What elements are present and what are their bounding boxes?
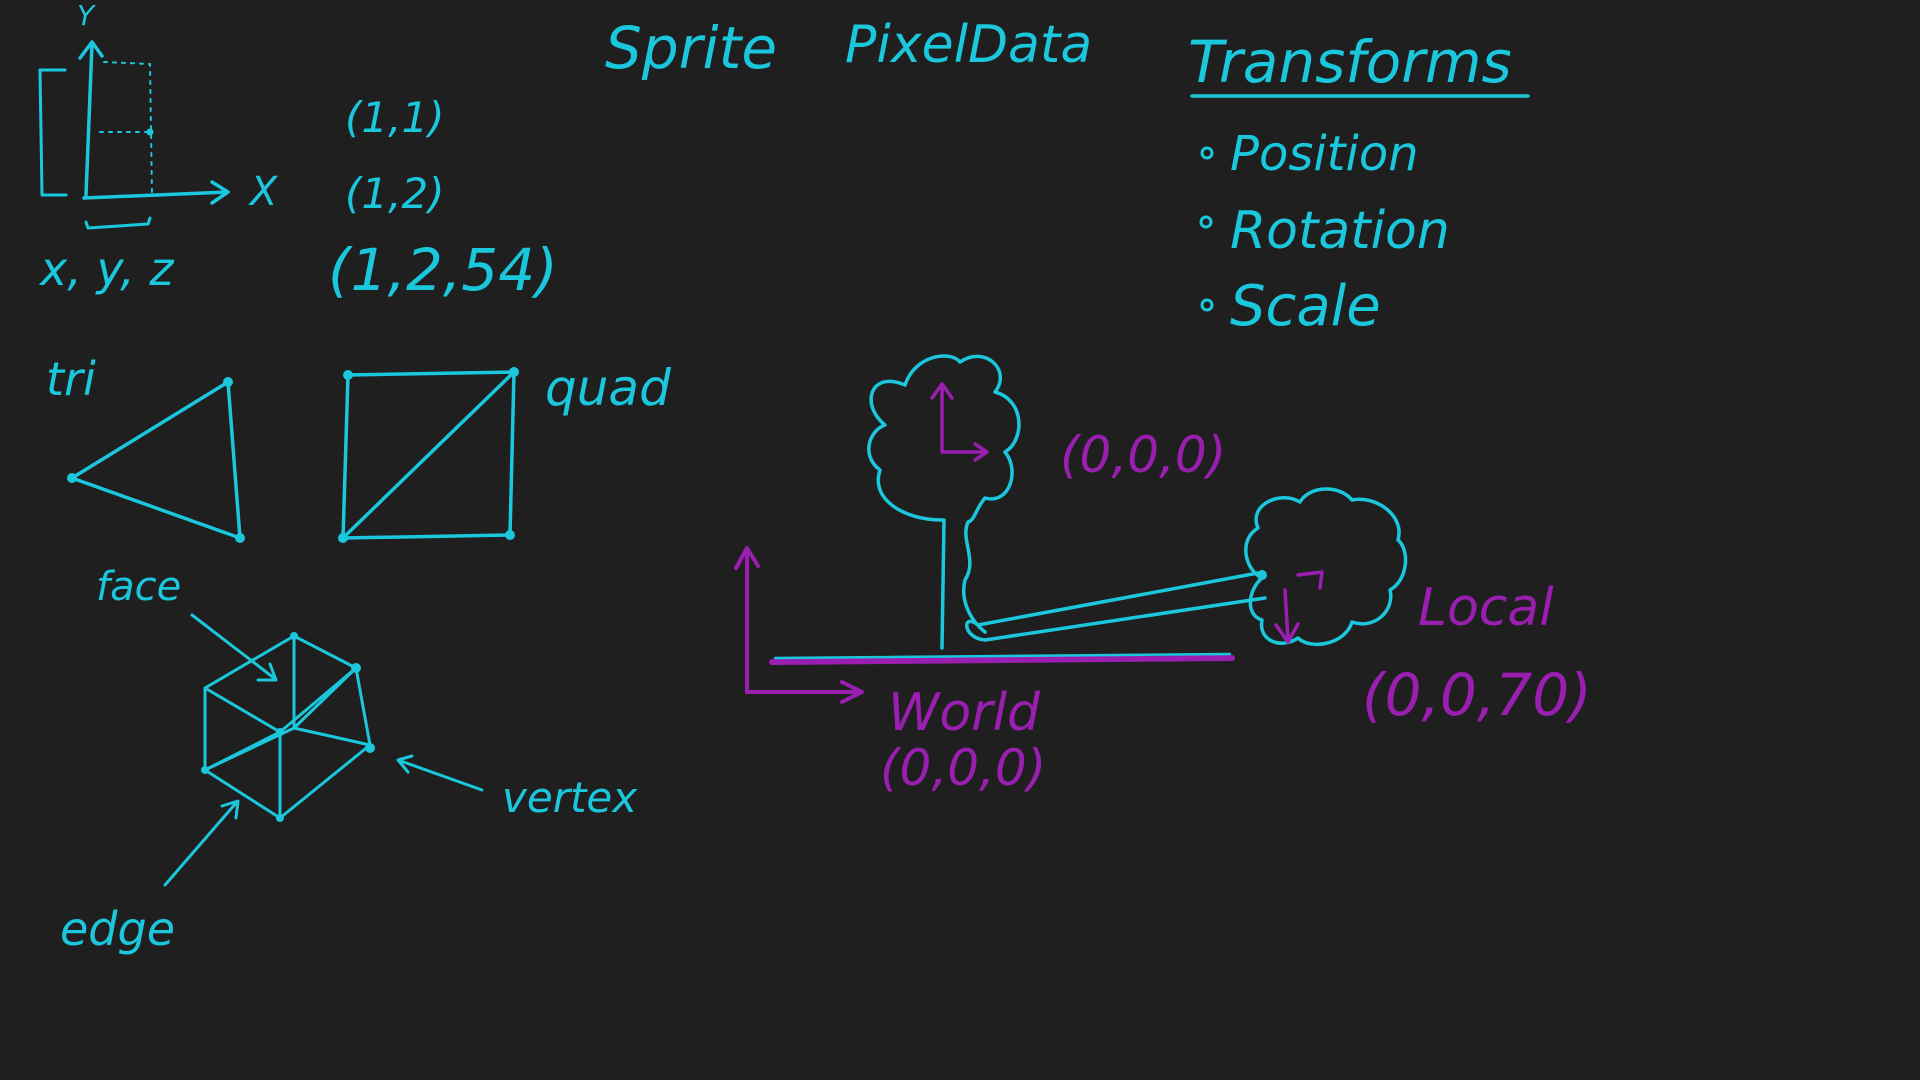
y-axis-label: Y <box>77 0 96 32</box>
axes-sketch: Y X x, y, z <box>38 0 279 296</box>
world-label: World <box>888 683 1041 743</box>
bullet-icon <box>1199 215 1213 229</box>
vertex-dot <box>276 814 284 822</box>
vertex-dot <box>276 728 284 736</box>
ground-highlight <box>773 652 1232 660</box>
edge-label: edge <box>60 902 175 956</box>
transform-item-rotation: Rotation <box>1230 201 1450 261</box>
transforms-list: Transforms Position Rotation Scale <box>1188 28 1530 339</box>
ground-line <box>769 655 1235 665</box>
triangle-shape: tri <box>46 352 245 543</box>
vertex-dot <box>343 370 353 380</box>
vertex-dot <box>338 533 348 543</box>
tree-object: (0,0,0) <box>867 354 1226 650</box>
tree-local-axes <box>930 382 989 462</box>
coord-2d-b: (1,2) <box>345 169 445 218</box>
vertex-dot <box>201 766 209 774</box>
y-bracket <box>38 68 68 197</box>
vertex-dot <box>365 743 375 753</box>
transform-item-scale: Scale <box>1230 274 1381 339</box>
tri-label: tri <box>46 352 96 406</box>
cloud-object: Local (0,0,70) <box>965 487 1592 729</box>
triangle-outline <box>70 380 242 540</box>
components-label: x, y, z <box>38 242 174 296</box>
cloud-local-axes <box>1274 570 1324 644</box>
point-marker <box>146 128 154 136</box>
face-arrow <box>190 613 278 682</box>
sprite-label: Sprite <box>605 14 777 82</box>
coord-3d: (1,2,54) <box>328 236 558 304</box>
quad-shape: quad <box>338 359 671 543</box>
vertex-dot <box>509 367 519 377</box>
vertex-arrow <box>396 754 484 792</box>
dotted-guides <box>99 61 153 196</box>
cube-shape: face vertex edge <box>60 564 638 956</box>
edge-arrow <box>163 799 240 887</box>
anchor-dot <box>1257 570 1267 580</box>
world-coords: (0,0,0) <box>880 739 1046 797</box>
coord-2d-a: (1,1) <box>345 93 445 142</box>
transforms-title: Transforms <box>1188 28 1512 96</box>
cloud-stretch-link <box>965 571 1267 642</box>
vertex-dot <box>235 533 245 543</box>
bullet-icon <box>1200 298 1214 312</box>
pixeldata-label: PixelData <box>845 15 1092 75</box>
world-x-arrow <box>745 680 864 704</box>
local-label: Local <box>1418 578 1554 638</box>
local-coords: (0,0,70) <box>1362 661 1592 729</box>
transform-item-position: Position <box>1230 126 1419 182</box>
world-axes <box>734 546 1235 704</box>
x-axis-label: X <box>248 169 279 215</box>
tree-coords: (0,0,0) <box>1060 426 1226 484</box>
vertex-dot <box>505 530 515 540</box>
bullet-icon <box>1200 146 1214 160</box>
world-y-arrow <box>734 546 760 694</box>
cube-outline <box>203 634 372 820</box>
vertex-dot <box>290 632 298 640</box>
vertex-label: vertex <box>502 773 638 822</box>
face-label: face <box>96 564 181 610</box>
quad-outline <box>341 370 516 540</box>
y-axis-arrow <box>78 40 104 197</box>
vertex-dot <box>351 663 361 673</box>
x-axis-arrow <box>82 180 230 205</box>
vertex-dot <box>67 473 77 483</box>
x-bracket <box>84 216 152 230</box>
quad-label: quad <box>545 359 671 417</box>
vertex-dot <box>223 377 233 387</box>
